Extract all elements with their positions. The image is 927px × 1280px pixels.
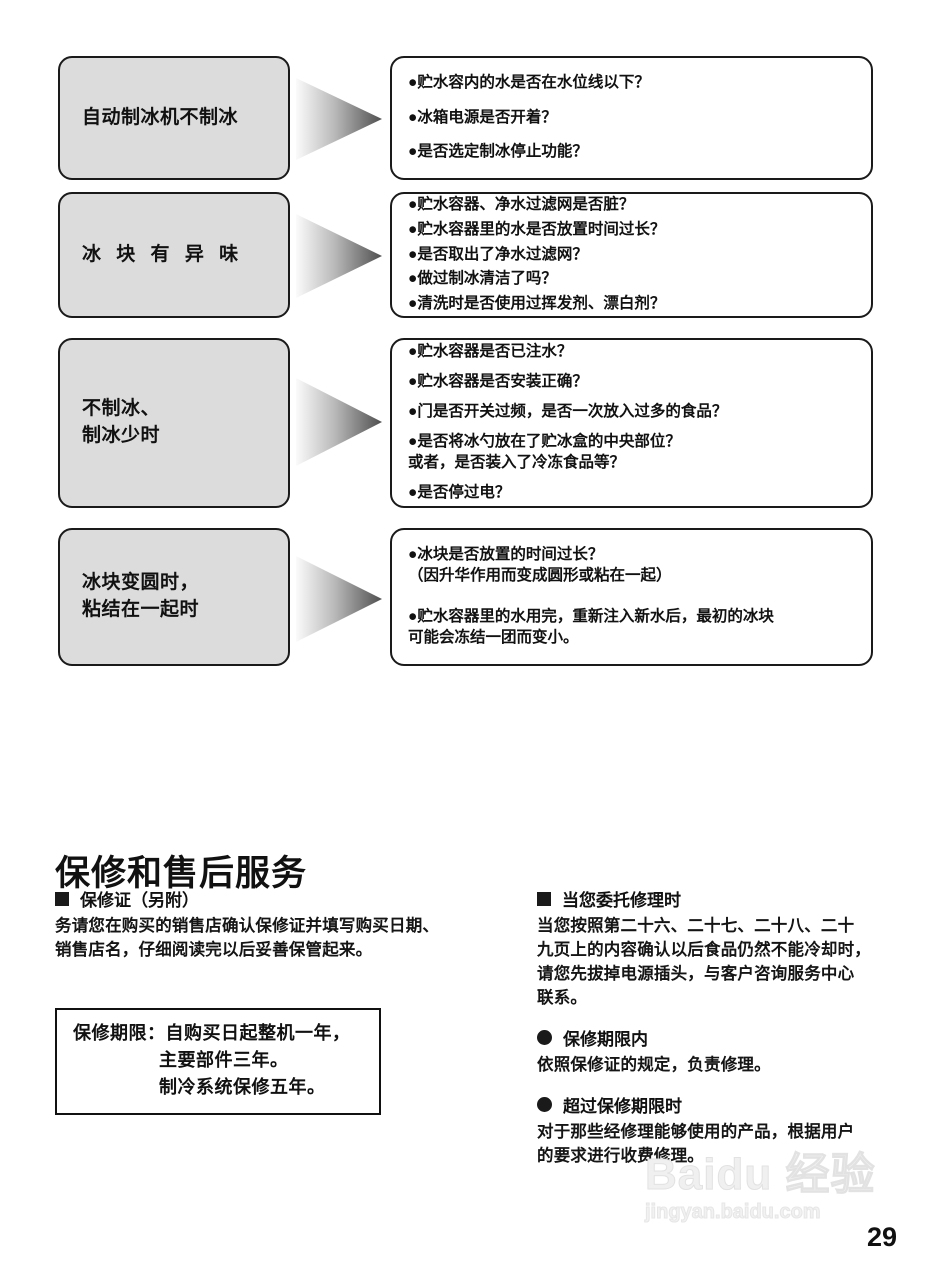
troubleshooting-row: 冰块变圆时， 粘结在一起时 ●冰块是否放置的时间过长？ （因升华作用而变成圆形或… [0, 528, 927, 666]
subsection-heading-label: 超过保修期限时 [563, 1097, 682, 1117]
page-number: 29 [866, 1222, 897, 1252]
warranty-period-line-2: 主要部件三年。 [159, 1050, 289, 1070]
checks-box: ●贮水容内的水是否在水位线以下？ ●冰箱电源是否开着？ ●是否选定制冰停止功能？ [390, 56, 873, 180]
symptom-label: 不制冰、 制冰少时 [82, 398, 161, 446]
check-item: ●贮水容内的水是否在水位线以下？ [408, 73, 650, 91]
subsection-heading-label: 当您委托修理时 [562, 891, 681, 910]
checks-box: ●贮水容器、净水过滤网是否脏？ ●贮水容器里的水是否放置时间过长？ ●是否取出了… [390, 192, 873, 318]
check-item: ●是否选定制冰停止功能？ [408, 143, 588, 161]
symptom-label: 自动制冰机不制冰 [82, 106, 239, 128]
symptom-box: 自动制冰机不制冰 [58, 56, 290, 180]
out-of-warranty-text: 对于那些经修理能够使用的产品，根据用户 的要求进行收费修理。 [537, 1122, 855, 1166]
check-item: ●门是否开关过频，是否一次放入过多的食品？ [408, 403, 728, 421]
checks-box: ●贮水容器是否已注水？ ●贮水容器是否安装正确？ ●门是否开关过频，是否一次放入… [390, 338, 873, 508]
symptom-box: 冰 块 有 异 味 [58, 192, 290, 318]
section-title: 保修和售后服务 [55, 854, 308, 894]
troubleshooting-row: 冰 块 有 异 味 ●贮水容器、净水过滤网是否脏？ ●贮水容器里的水是否放置时间… [0, 192, 927, 318]
check-item: ●贮水容器里的水是否放置时间过长？ [408, 220, 666, 238]
arrow-icon [296, 78, 382, 160]
check-item: ●做过制冰清洁了吗？ [408, 270, 557, 288]
troubleshooting-row: 不制冰、 制冰少时 ●贮水容器是否已注水？ ●贮水容器是否安装正确？ ●门是否开… [0, 338, 927, 508]
out-of-warranty-block: 超过保修期限时 对于那些经修理能够使用的产品，根据用户 的要求进行收费修理。 [537, 1092, 887, 1168]
check-item: ●贮水容器、净水过滤网是否脏？ [408, 195, 635, 213]
check-item: ●冰箱电源是否开着？ [408, 108, 557, 126]
subsection-heading: 超过保修期限时 [537, 1092, 887, 1117]
subsection-heading: 保修期限内 [537, 1025, 887, 1050]
warranty-right-column: 当您委托修理时 当您按照第二十六、二十七、二十八、二十 九页上的内容确认以后食品… [537, 886, 887, 1169]
check-item: ●贮水容器是否安装正确？ [408, 373, 588, 391]
check-item: ●贮水容器里的水用完，重新注入新水后，最初的冰块 可能会冻结一团而变小。 [408, 608, 774, 646]
symptom-label: 冰块变圆时， 粘结在一起时 [82, 572, 200, 620]
warranty-period-line-3: 制冷系统保修五年。 [159, 1077, 326, 1097]
symptom-box: 冰块变圆时， 粘结在一起时 [58, 528, 290, 666]
warranty-certificate-text: 务请您在购买的销售店确认保修证并填写购买日期、 销售店名，仔细阅读完以后妥善保管… [55, 916, 440, 960]
symptom-box: 不制冰、 制冰少时 [58, 338, 290, 508]
arrow-icon [296, 556, 382, 642]
warranty-left-column: 保修证（另附） 务请您在购买的销售店确认保修证并填写购买日期、 销售店名，仔细阅… [55, 886, 485, 962]
check-item: ●是否取出了净水过滤网？ [408, 245, 588, 263]
check-item: ●冰块是否放置的时间过长？ （因升华作用而变成圆形或粘在一起） [408, 546, 672, 585]
warranty-certificate-block: 保修证（另附） 务请您在购买的销售店确认保修证并填写购买日期、 销售店名，仔细阅… [55, 886, 485, 962]
in-warranty-text: 依照保修证的规定，负责修理。 [537, 1055, 771, 1075]
subsection-heading-label: 保修期限内 [563, 1030, 648, 1050]
check-item: ●清洗时是否使用过挥发剂、漂白剂？ [408, 295, 666, 313]
warranty-period-line-1: 保修期限：自购买日起整机一年， [73, 1023, 351, 1043]
subsection-heading-label: 保修证（另附） [80, 891, 199, 910]
subsection-heading: 保修证（另附） [55, 886, 485, 911]
square-bullet-icon [537, 891, 551, 906]
repair-request-block: 当您委托修理时 当您按照第二十六、二十七、二十八、二十 九页上的内容确认以后食品… [537, 886, 887, 1010]
circle-bullet-icon [537, 1097, 552, 1113]
square-bullet-icon [55, 891, 69, 906]
check-item: ●贮水容器是否已注水？ [408, 343, 573, 361]
watermark-sub-text: jingyan.baidu.com [645, 1201, 822, 1224]
arrow-icon [296, 378, 382, 466]
troubleshooting-row: 自动制冰机不制冰 ●贮水容内的水是否在水位线以下？ ●冰箱电源是否开着？ ●是否… [0, 56, 927, 180]
in-warranty-block: 保修期限内 依照保修证的规定，负责修理。 [537, 1025, 887, 1077]
repair-request-text: 当您按照第二十六、二十七、二十八、二十 九页上的内容确认以后食品仍然不能冷却时，… [537, 916, 871, 1008]
arrow-icon [296, 214, 382, 298]
warranty-period-box: 保修期限：自购买日起整机一年， 主要部件三年。 制冷系统保修五年。 [55, 1008, 381, 1115]
check-item: ●是否将冰勺放在了贮冰盒的中央部位？ 或者，是否装入了冷冻食品等？ [408, 433, 681, 471]
symptom-label: 冰 块 有 异 味 [82, 243, 244, 265]
circle-bullet-icon [537, 1030, 552, 1046]
subsection-heading: 当您委托修理时 [537, 886, 887, 911]
check-item: ●是否停过电？ [408, 483, 511, 501]
checks-box: ●冰块是否放置的时间过长？ （因升华作用而变成圆形或粘在一起） ●贮水容器里的水… [390, 528, 873, 666]
